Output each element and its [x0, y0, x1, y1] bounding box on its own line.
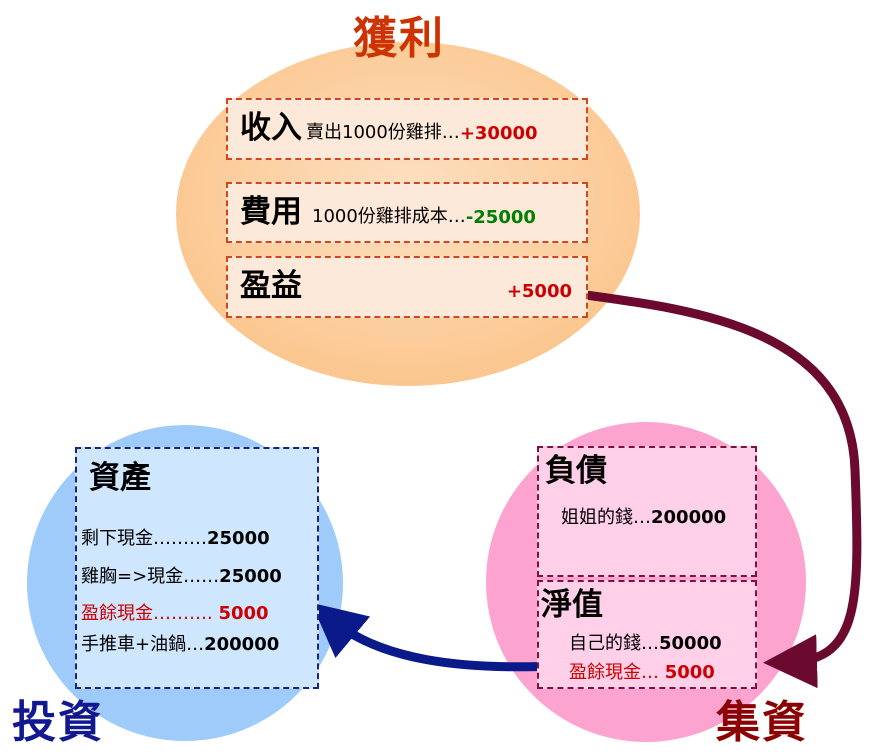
expense-box: 費用 1000份雞排成本… -25000	[226, 182, 588, 243]
invest-title: 投資	[12, 697, 104, 748]
equity-label: 淨值	[541, 587, 603, 623]
equity-to-assets-arrow	[311, 602, 556, 672]
liability-item: 姐姐的錢…200000	[561, 507, 727, 528]
asset-item: 手推車+油鍋…200000	[81, 634, 280, 655]
expense-desc: 1000份雞排成本…	[312, 206, 466, 227]
liabilities-label: 負債	[545, 453, 607, 489]
liabilities-box: 負債 姐姐的錢…200000	[537, 446, 757, 577]
income-amount: +30000	[459, 123, 538, 144]
income-desc: 賣出1000份雞排…	[306, 122, 460, 143]
funding-title: 集資	[716, 697, 808, 748]
assets-box: 資產 剩下現金………25000 雞胸=>現金……25000 盈餘現金………. 5…	[75, 447, 319, 689]
profit-title: 獲利	[353, 13, 445, 64]
expense-amount: -25000	[465, 207, 536, 228]
equity-item: 自己的錢…50000	[569, 633, 722, 654]
expense-label: 費用	[240, 194, 302, 230]
surplus-label: 盈益	[240, 268, 302, 304]
surplus-box: 盈益 +5000	[226, 256, 588, 318]
income-box: 收入 賣出1000份雞排… +30000	[226, 98, 588, 160]
assets-label: 資產	[89, 460, 151, 496]
equity-item-surplus: 盈餘現金… 5000	[569, 662, 715, 683]
surplus-to-equity-arrow	[577, 289, 862, 689]
income-label: 收入	[240, 110, 302, 146]
asset-item-surplus: 盈餘現金………. 5000	[81, 603, 269, 624]
asset-item: 雞胸=>現金……25000	[81, 566, 282, 587]
asset-item: 剩下現金………25000	[81, 528, 270, 549]
equity-box: 淨值 自己的錢…50000 盈餘現金… 5000	[537, 580, 757, 689]
surplus-amount: +5000	[506, 281, 572, 302]
